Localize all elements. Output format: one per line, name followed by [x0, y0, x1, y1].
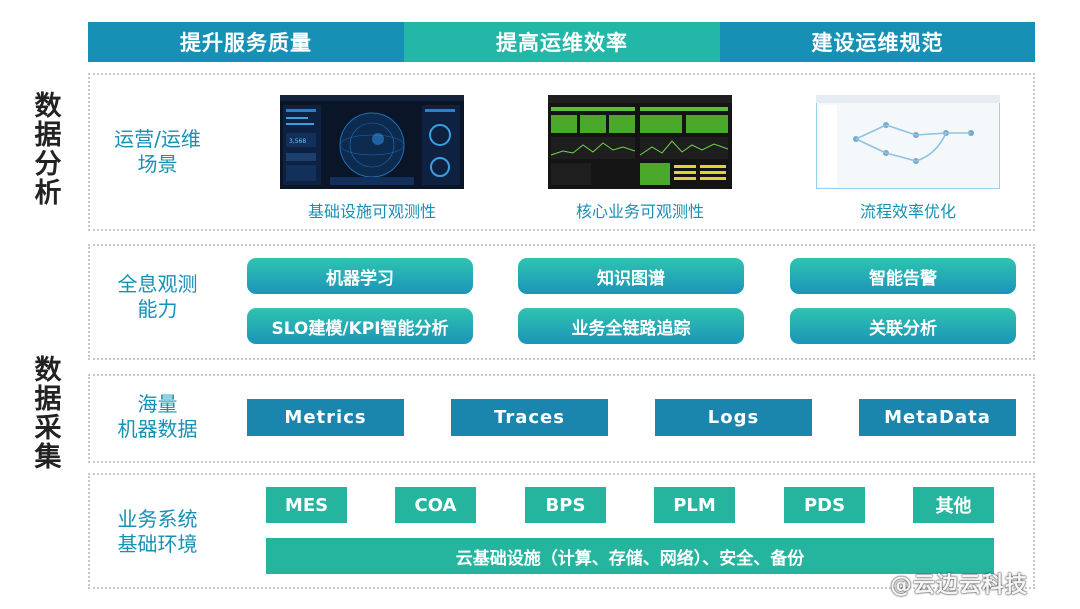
label-line: 基础环境 [117, 532, 198, 556]
panel-scenarios: 运营/运维 场景 [88, 73, 1035, 231]
box-coa: COA [395, 487, 476, 523]
watermark: @云边云科技 [890, 573, 1029, 598]
pill-smart-alerting: 智能告警 [790, 258, 1016, 294]
side-char: 数 [34, 91, 62, 122]
banner-ops-efficiency: 提高运维效率 [404, 22, 720, 62]
box-mes: MES [266, 487, 347, 523]
label-line: 运营/运维 [114, 127, 201, 151]
label-line: 机器数据 [117, 417, 198, 441]
box-traces: Traces [451, 399, 608, 436]
label-line: 海量 [137, 392, 178, 416]
label-line: 全息观测 [117, 272, 198, 296]
banner-ops-standards: 建设运维规范 [720, 22, 1035, 62]
banner-service-quality: 提升服务质量 [88, 22, 404, 62]
box-pds: PDS [784, 487, 865, 523]
side-char: 分 [34, 149, 62, 180]
side-char: 数 [34, 355, 62, 386]
caption-process-efficiency: 流程效率优化 [859, 202, 956, 221]
side-char: 集 [34, 442, 62, 473]
panel-holistic-capability: 全息观测 能力 [88, 244, 1035, 360]
caption-infra-observability: 基础设施可观测性 [307, 202, 436, 221]
label-line: 场景 [137, 152, 178, 176]
side-label-data-collection: 数 据 采 集 [30, 356, 66, 472]
box-metadata: MetaData [859, 399, 1016, 436]
box-plm: PLM [654, 487, 735, 523]
box-cloud-infrastructure: 云基础设施（计算、存储、网络）、安全、备份 [266, 538, 994, 574]
svg-text:3,568: 3,568 [289, 138, 306, 145]
pill-slo-kpi-analysis: SLO建模/KPI智能分析 [247, 308, 473, 344]
panel-business-systems: 业务系统 基础环境 [88, 473, 1035, 589]
label-line: 能力 [137, 297, 178, 321]
panel-label-capability: 全息观测 能力 [90, 272, 225, 322]
side-label-data-analysis: 数 据 分 析 [30, 92, 66, 208]
box-metrics: Metrics [247, 399, 404, 436]
panel-label-scenarios: 运营/运维 场景 [90, 127, 225, 177]
side-char: 据 [34, 120, 62, 151]
panel-label-business: 业务系统 基础环境 [90, 507, 225, 557]
side-char: 析 [34, 178, 62, 209]
panel-machine-data: 海量 机器数据 [88, 374, 1035, 463]
pill-knowledge-graph: 知识图谱 [518, 258, 744, 294]
side-char: 据 [34, 384, 62, 415]
box-other: 其他 [913, 487, 994, 523]
pill-machine-learning: 机器学习 [247, 258, 473, 294]
panel-label-machine-data: 海量 机器数据 [90, 392, 225, 442]
process-flow-thumbnail [816, 95, 1000, 189]
label-line: 业务系统 [117, 507, 198, 531]
side-char: 采 [34, 413, 62, 444]
pill-correlation-analysis: 关联分析 [790, 308, 1016, 344]
infra-dashboard-thumbnail: 3,568 [280, 95, 464, 189]
pill-full-trace: 业务全链路追踪 [518, 308, 744, 344]
box-logs: Logs [655, 399, 812, 436]
business-dashboard-thumbnail [548, 95, 732, 189]
box-bps: BPS [525, 487, 606, 523]
caption-business-observability: 核心业务可观测性 [575, 202, 704, 221]
